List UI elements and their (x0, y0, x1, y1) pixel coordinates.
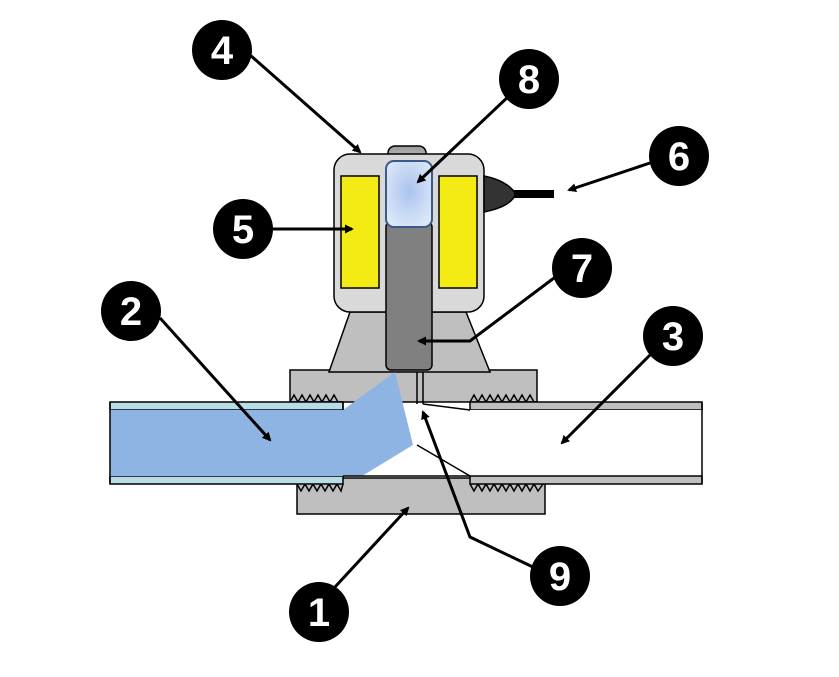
arrow-1 (333, 506, 410, 589)
callout-7-label: 7 (571, 247, 593, 291)
arrow-4 (249, 53, 362, 154)
outlet-pipe-wall-bottom (469, 475, 703, 485)
internal-passage (342, 372, 471, 477)
outlet-pipe (469, 401, 703, 485)
callout-4: 4 (192, 20, 252, 80)
plunger (385, 221, 433, 371)
callout-1-label: 1 (308, 591, 330, 635)
callout-6-label: 6 (668, 135, 690, 179)
callout-5: 5 (213, 199, 273, 259)
coil-winding-left (340, 175, 380, 289)
inlet-pipe-wall-bottom (109, 475, 344, 485)
arrow-3 (560, 353, 652, 445)
arrow-7 (417, 273, 559, 346)
inlet-fluid (110, 372, 413, 476)
thread-bottom-right (469, 482, 544, 493)
inlet-pipe (109, 372, 413, 485)
thread-top-right (469, 393, 537, 404)
callout-1: 1 (289, 582, 349, 642)
leader-lines (158, 53, 652, 589)
callout-8-label: 8 (518, 58, 540, 102)
callout-2-label: 2 (120, 290, 142, 334)
callout-9: 9 (530, 546, 590, 606)
valve-body-upper-flange (289, 369, 538, 403)
arrow-6 (567, 161, 651, 193)
callout-9-label: 9 (549, 555, 571, 599)
solenoid-housing (333, 145, 554, 313)
seat-edge-top (422, 403, 471, 411)
callout-5-label: 5 (232, 208, 254, 252)
electrical-cable (514, 190, 554, 198)
electrical-connector (483, 175, 517, 213)
callout-6: 6 (649, 126, 709, 186)
plunger-assembly (385, 160, 433, 371)
arrow-9 (421, 410, 536, 570)
outlet-pipe-wall-top (469, 401, 703, 411)
callout-2: 2 (101, 281, 161, 341)
coil-winding-right (438, 175, 478, 289)
thread-top-left (289, 393, 342, 404)
callout-3: 3 (643, 306, 703, 366)
seat-edge-bottom (416, 444, 471, 477)
callout-7: 7 (552, 238, 612, 298)
arrow-2 (158, 316, 272, 442)
inlet-pipe-wall-top (109, 401, 344, 411)
callout-3-label: 3 (662, 315, 684, 359)
callout-8: 8 (499, 49, 559, 109)
callout-4-label: 4 (211, 29, 234, 73)
arrow-8 (416, 93, 512, 184)
spring (385, 160, 433, 228)
